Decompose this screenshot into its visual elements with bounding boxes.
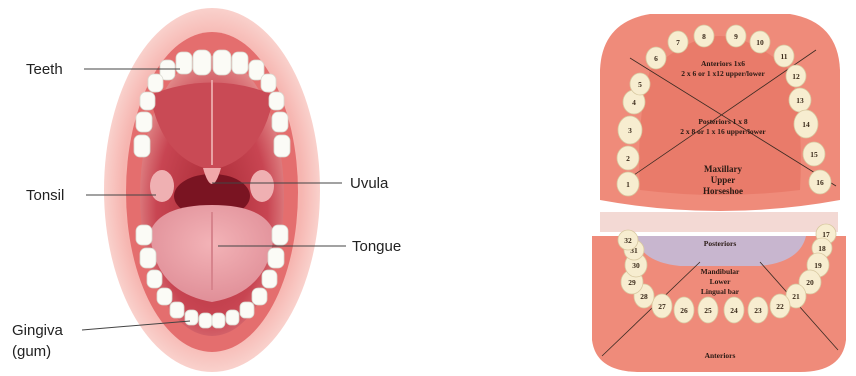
mouth-illustration (104, 8, 320, 372)
lower-tooth-number-25: 25 (704, 306, 712, 315)
lower-tooth-number-24: 24 (730, 306, 738, 315)
upper-tooth-number-13: 13 (796, 96, 804, 105)
upper-tooth-number-16: 16 (816, 178, 824, 187)
lower-posteriors-label: Posteriors (704, 239, 737, 248)
tooth (213, 50, 231, 75)
upper-tooth-number-9: 9 (734, 32, 738, 41)
tooth (157, 288, 172, 305)
tooth (148, 74, 163, 92)
upper-tooth-number-6: 6 (654, 54, 658, 63)
upper-arch-name: Maxillary (704, 164, 742, 174)
label-gum: (gum) (12, 343, 51, 360)
upper-tooth-number-1: 1 (626, 180, 630, 189)
upper-arch-position: Upper (711, 175, 736, 185)
upper-tooth-number-4: 4 (632, 98, 636, 107)
lower-tooth-number-17: 17 (822, 230, 830, 239)
tooth (136, 112, 152, 132)
tooth (147, 270, 162, 288)
upper-tooth-number-8: 8 (702, 32, 706, 41)
label-tongue: Tongue (352, 238, 401, 255)
tooth (170, 302, 184, 318)
upper-tooth-number-2: 2 (626, 154, 630, 163)
upper-anteriors-note: 2 x 6 or 1 x12 upper/lower (681, 69, 765, 78)
lower-tooth-number-28: 28 (640, 292, 648, 301)
label-gingiva: Gingiva (12, 322, 64, 339)
tooth (240, 302, 254, 318)
tooth (232, 52, 248, 74)
tooth (262, 270, 277, 288)
lower-tooth-number-26: 26 (680, 306, 688, 315)
tonsil-left (150, 170, 174, 202)
lower-arch-type: Lingual bar (701, 287, 740, 296)
tooth (261, 74, 276, 92)
lower-tooth-number-27: 27 (658, 302, 666, 311)
upper-posteriors-note: 2 x 8 or 1 x 16 upper/lower (680, 127, 766, 136)
tooth (134, 135, 150, 157)
upper-posteriors-title: Posteriors 1 x 8 (698, 117, 748, 126)
lower-tooth-number-20: 20 (806, 278, 814, 287)
lower-tooth-number-23: 23 (754, 306, 762, 315)
tooth (199, 313, 212, 328)
tonsil-right (250, 170, 274, 202)
label-uvula: Uvula (350, 175, 389, 192)
tooth (212, 313, 225, 328)
upper-tooth-number-10: 10 (756, 38, 764, 47)
lower-tooth-number-30: 30 (632, 261, 640, 270)
upper-tooth-number-12: 12 (792, 72, 800, 81)
tooth (272, 112, 288, 132)
tooth (140, 248, 156, 268)
lower-tooth-number-21: 21 (792, 292, 800, 301)
upper-tooth-number-7: 7 (676, 38, 680, 47)
label-tonsil: Tonsil (26, 187, 64, 204)
tooth (136, 225, 152, 245)
lower-anteriors-label: Anteriors (705, 351, 736, 360)
tooth (274, 135, 290, 157)
upper-tooth-number-14: 14 (802, 120, 810, 129)
upper-tooth-number-3: 3 (628, 126, 632, 135)
upper-anteriors-title: Anteriors 1x6 (701, 59, 745, 68)
lower-tooth-number-22: 22 (776, 302, 784, 311)
lower-tooth-number-19: 19 (814, 261, 822, 270)
tooth (269, 92, 284, 110)
tooth (252, 288, 267, 305)
upper-tooth-number-15: 15 (810, 150, 818, 159)
lower-arch-name: Mandibular (701, 267, 740, 276)
tooth (268, 248, 284, 268)
tooth (176, 52, 192, 74)
lower-tooth-number-29: 29 (628, 278, 636, 287)
model-gap (600, 212, 838, 232)
lower-tooth-number-32: 32 (624, 236, 632, 245)
upper-arch-type: Horseshoe (703, 186, 743, 196)
tooth (226, 310, 239, 325)
lower-tooth-number-18: 18 (818, 244, 826, 253)
tooth (185, 310, 198, 325)
lower-arch-position: Lower (710, 277, 731, 286)
tooth (193, 50, 211, 75)
tooth (140, 92, 155, 110)
upper-tooth-number-11: 11 (780, 52, 787, 61)
tooth (272, 225, 288, 245)
label-teeth: Teeth (26, 61, 63, 78)
upper-tooth-number-5: 5 (638, 80, 642, 89)
